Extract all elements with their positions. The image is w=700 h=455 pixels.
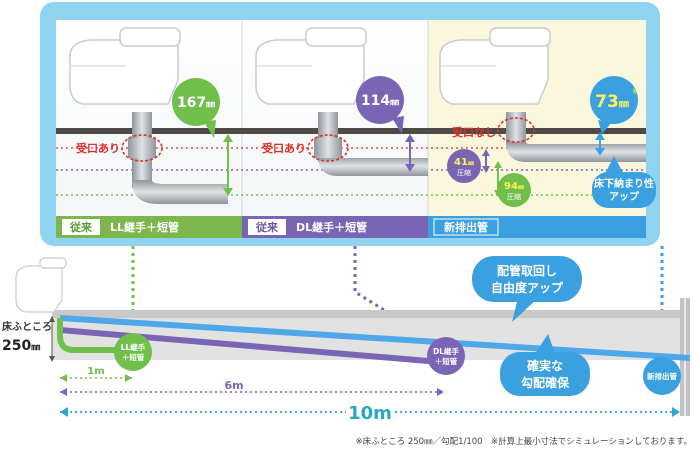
callout-freedom: 配管取回し 自由度アップ [472, 256, 582, 322]
callout-slope-line2: 勾配確保 [521, 375, 570, 390]
svg-text:94㎜: 94㎜ [504, 181, 524, 192]
measure-bubble-new: 73㎜ ※ [590, 76, 639, 134]
badge-ll-line2: ＋短管 [122, 352, 145, 362]
ll-pipe-run [57, 318, 140, 353]
measure-value-ll: 167 [177, 95, 206, 111]
floor-depth-value: 250 [2, 338, 31, 354]
dl-pipe [307, 112, 428, 176]
label-text-new: 新排出管 [444, 220, 488, 234]
floor-slab-line [56, 128, 646, 134]
badge-ll: LL継手 ＋短管 [114, 333, 152, 371]
callout-slope-line1: 確実な [527, 358, 563, 373]
dl-height-arrow [405, 134, 415, 172]
compress-green-word: 圧縮 [507, 192, 521, 201]
footnote: ※床ふところ 250㎜／勾配1/100 ※計算上最小寸法でシミュレーションしてお… [356, 436, 692, 447]
dim-1m: 1m [60, 366, 132, 382]
compress-purple-value: 41 [454, 157, 468, 168]
label-bar-ll: 従来 LL継手＋短管 [56, 216, 242, 238]
ll-height-arrow [223, 134, 233, 196]
label-tag-ll: 従来 [69, 220, 93, 234]
svg-text:167㎜: 167㎜ [177, 95, 215, 111]
svg-text:114㎜: 114㎜ [361, 93, 399, 109]
svg-text:41㎜: 41㎜ [454, 157, 474, 168]
compress-purple-word: 圧縮 [457, 168, 471, 177]
compress-purple: 41㎜ 圧縮 [447, 149, 490, 183]
new-pipe [497, 112, 646, 162]
measure-unit-new: ㎜ [619, 99, 629, 110]
ll-pipe [121, 112, 228, 204]
badge-dl: DL継手 ＋短管 [427, 337, 465, 375]
floor-depth-unit: ㎜ [31, 343, 40, 353]
measure-bubble-dl: 114㎜ [356, 76, 404, 134]
callout-underfloor: 床下納まり性 アップ [592, 156, 656, 208]
badge-ll-line1: LL継手 [121, 342, 146, 352]
new-height-arrow [595, 132, 605, 156]
measure-value-new: 73 [595, 92, 619, 112]
measure-unit-dl: ㎜ [390, 98, 399, 108]
toilet-icon [15, 257, 67, 313]
callout-freedom-line1: 配管取回し [497, 263, 557, 278]
receiver-label-new: 受口なし [452, 125, 496, 139]
measure-footnote-mark: ※ [632, 87, 639, 96]
measure-value-dl: 114 [361, 93, 390, 109]
svg-text:250㎜: 250㎜ [2, 338, 40, 354]
badge-new-line1: 新排出管 [647, 371, 677, 381]
compress-green-value: 94 [504, 181, 518, 192]
dl-pipe-run [59, 327, 441, 365]
toilet-icon [69, 27, 181, 105]
callout-slope: 確実な 勾配確保 [500, 334, 590, 396]
compress-green: 94㎜ 圧縮 [494, 161, 531, 207]
toilet-icon [255, 27, 367, 105]
toilet-icon [439, 27, 551, 105]
dim-10m: 10m [60, 401, 680, 424]
label-text-ll: LL継手＋短管 [110, 220, 179, 234]
floor-depth-label: 床ふところ [2, 320, 52, 333]
measure-unit-ll: ㎜ [206, 100, 215, 110]
callout-underfloor-line1: 床下納まり性 [594, 177, 654, 190]
measure-bubble-ll: 167㎜ [172, 78, 220, 138]
label-bar-dl: 従来 DL継手＋短管 [242, 216, 428, 238]
callout-freedom-line2: 自由度アップ [491, 280, 564, 295]
new-pipe-run [59, 315, 691, 361]
dim-6m: 6m [60, 379, 444, 396]
badge-dl-line1: DL継手 [433, 346, 460, 356]
receiver-label-dl: 受口あり [262, 141, 306, 155]
dim-6m-label: 6m [224, 379, 243, 392]
label-text-dl: DL継手＋短管 [296, 220, 367, 234]
dim-10m-label: 10m [348, 403, 392, 424]
compress-purple-unit: ㎜ [468, 160, 474, 167]
label-bar-new: 新排出管 [428, 216, 646, 238]
svg-text:73㎜: 73㎜ [595, 92, 629, 112]
label-tag-dl: 従来 [255, 220, 279, 234]
receiver-label-ll: 受口あり [76, 141, 120, 155]
compress-green-unit: ㎜ [518, 184, 524, 191]
dim-1m-label: 1m [87, 366, 104, 377]
callout-underfloor-line2: アップ [609, 190, 640, 203]
badge-dl-line2: ＋短管 [435, 356, 458, 366]
badge-new: 新排出管 [643, 357, 681, 395]
